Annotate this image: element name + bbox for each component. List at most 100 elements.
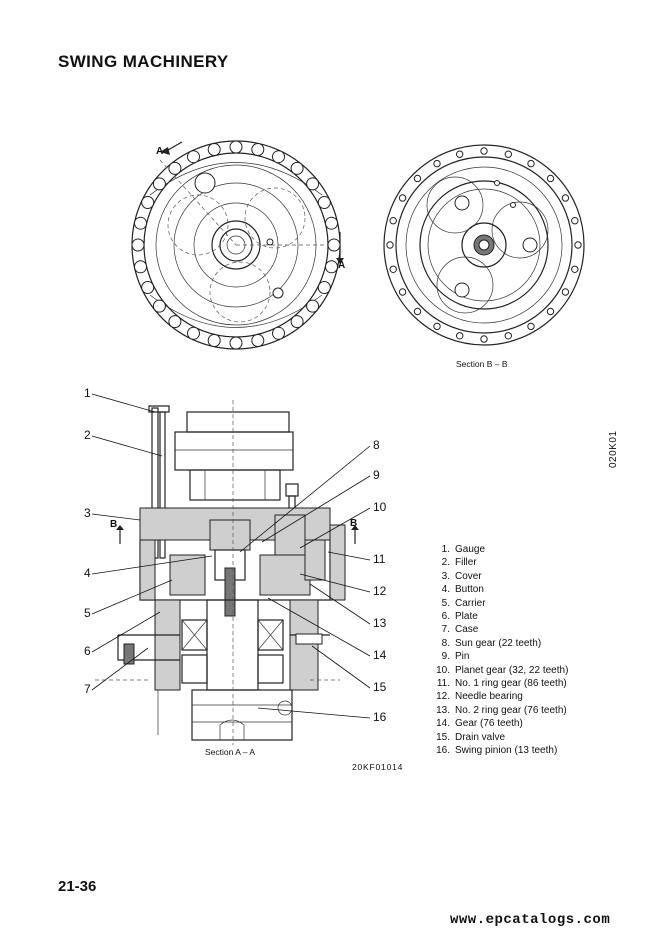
bolt-hole [141, 196, 155, 209]
bolt-hole [386, 241, 394, 249]
bolt-hole [168, 161, 182, 175]
bolt-hole [207, 334, 221, 347]
list-item: 13.No. 2 ring gear (76 teeth) [436, 704, 567, 716]
bolt-hole [480, 335, 488, 343]
callout-3: 3 [84, 506, 91, 520]
callout-leaders [91, 393, 371, 719]
page-number: 21-36 [58, 878, 97, 895]
list-item: 2.Filler [441, 557, 477, 569]
bolt-hole [290, 161, 304, 175]
callout-4: 4 [84, 566, 91, 580]
bolt-hole [306, 299, 320, 313]
bolt-hole [433, 322, 441, 331]
section-mark-a-top: A [156, 146, 164, 157]
bolt-hole [398, 288, 407, 296]
list-item: 5.Carrier [441, 597, 486, 609]
list-item: 8.Sun gear (22 teeth) [441, 637, 542, 649]
section-aa-caption: Section A – A [205, 747, 256, 757]
list-item: 4.Button [441, 584, 484, 596]
callout-8: 8 [373, 438, 380, 452]
bolt-hole [574, 241, 582, 249]
side-code: 020K01 [608, 430, 619, 468]
bolt-hole [398, 194, 407, 202]
bolt-hole [187, 326, 200, 340]
bolt-hole [527, 159, 535, 168]
bolt-hole [456, 150, 464, 158]
bolt-hole [152, 177, 166, 191]
bolt-hole [561, 194, 570, 202]
bolt-hole [561, 288, 570, 296]
website-watermark: www.epcatalogs.com [450, 912, 611, 928]
bolt-hole [325, 216, 338, 230]
bolt-hole [571, 217, 579, 225]
page-title: SWING MACHINERY [58, 52, 229, 71]
bolt-hole [251, 334, 265, 347]
callout-12: 12 [373, 584, 387, 598]
bolt-hole [306, 177, 320, 191]
callout-2: 2 [84, 428, 91, 442]
bolt-hole [187, 150, 200, 164]
list-item: 6.Plate [441, 611, 478, 623]
callout-7: 7 [84, 682, 91, 696]
bolt-hole [527, 322, 535, 331]
bolt-hole [272, 150, 285, 164]
list-item: 1.Gauge [441, 544, 486, 555]
callout-16: 16 [373, 710, 387, 724]
bolt-hole [141, 281, 155, 294]
callout-5: 5 [84, 606, 91, 620]
bolt-hole [571, 265, 579, 273]
bolt-hole [251, 143, 265, 156]
bolt-hole [546, 174, 555, 183]
bolt-hole [317, 196, 331, 209]
bolt-hole [152, 299, 166, 313]
callout-6: 6 [84, 644, 91, 658]
section-aa-view [95, 400, 359, 745]
section-bb-view [383, 144, 585, 346]
bolt-hole [168, 315, 182, 329]
list-item: 14.Gear (76 teeth) [436, 718, 523, 730]
callout-1: 1 [84, 386, 91, 400]
bolt-hole [389, 265, 397, 273]
bolt-hole [317, 281, 331, 294]
callout-9: 9 [373, 468, 380, 482]
list-item: 15.Drain valve [436, 731, 506, 743]
bolt-hole [456, 332, 464, 340]
bolt-hole [480, 147, 488, 155]
list-item: 11.No. 1 ring gear (86 teeth) [436, 678, 567, 690]
section-mark-b-left: B [110, 519, 118, 530]
list-item: 3.Cover [441, 570, 482, 582]
bolt-hole [207, 143, 221, 156]
section-bb-caption: Section B – B [456, 359, 508, 369]
bolt-hole [131, 238, 145, 252]
list-item: 10.Planet gear (32, 22 teeth) [436, 664, 569, 676]
bolt-hole [413, 174, 422, 183]
bolt-hole [504, 332, 512, 340]
callout-15: 15 [373, 680, 387, 694]
bolt-hole [389, 217, 397, 225]
bolt-hole [433, 159, 441, 168]
bolt-hole [413, 307, 422, 316]
list-item: 9.Pin [441, 651, 470, 663]
parts-list: 1.Gauge 2.Filler 3.Cover 4.Button 5.Carr… [428, 543, 568, 758]
callout-10: 10 [373, 500, 387, 514]
callout-14: 14 [373, 648, 387, 662]
bolt-hole [134, 216, 147, 230]
section-mark-b-right: B [350, 518, 358, 529]
list-item: 7.Case [441, 624, 479, 636]
top-view [131, 140, 344, 350]
callout-13: 13 [373, 616, 387, 630]
list-item: 16.Swing pinion (13 teeth) [436, 745, 558, 757]
section-mark-a-bottom: A [338, 260, 346, 271]
bolt-hole [290, 315, 304, 329]
bolt-hole [272, 326, 285, 340]
bolt-hole [325, 260, 338, 274]
bolt-hole [134, 260, 147, 274]
bolt-hole [546, 307, 555, 316]
list-item: 12.Needle bearing [436, 691, 523, 703]
bolt-hole [229, 336, 243, 350]
drawing-code: 20KF01014 [352, 762, 404, 772]
bolt-hole [504, 150, 512, 158]
bolt-hole [229, 140, 243, 154]
callout-11: 11 [373, 552, 386, 566]
